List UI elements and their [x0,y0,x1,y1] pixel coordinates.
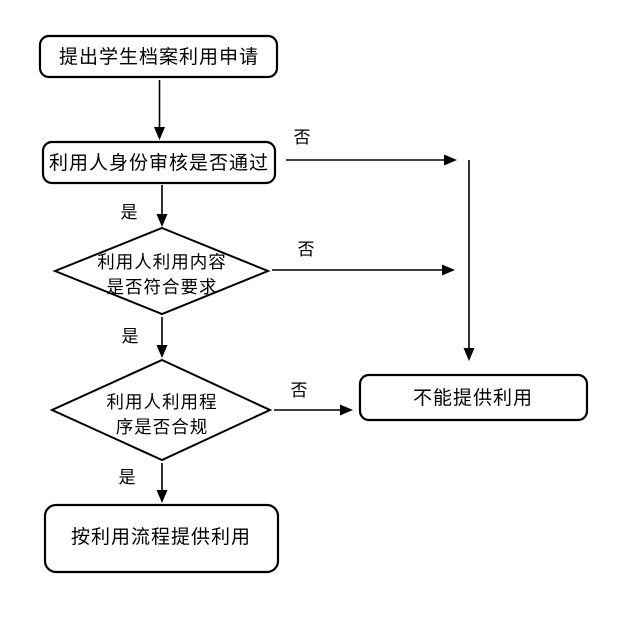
node-content-check-label-line1: 利用人利用内容 [97,252,227,272]
node-procedure-check [49,358,273,462]
edge-label-yes-3: 是 [119,468,136,487]
node-deny-label: 不能提供利用 [413,387,533,409]
node-content-check [52,226,271,316]
node-start [38,34,279,79]
node-procedure-check-label-line2: 序是否合规 [116,417,209,437]
node-provide [43,503,280,574]
node-start-label: 提出学生档案利用申请 [59,46,259,68]
node-content-check-label-line2: 是否符合要求 [107,277,218,297]
node-deny [358,373,589,422]
edge-label-yes-2: 是 [122,327,139,346]
node-procedure-check-label-line1: 利用人利用程 [107,392,218,412]
edge-label-no-1: 否 [294,128,311,147]
node-identity-check-label: 利用人身份审核是否通过 [49,152,269,174]
edge-label-yes-1: 是 [121,203,138,222]
edge-label-no-2: 否 [298,240,315,259]
node-identity-check [41,140,277,185]
edge-label-no-3: 否 [291,381,308,400]
node-provide-label: 按利用流程提供利用 [71,526,251,548]
